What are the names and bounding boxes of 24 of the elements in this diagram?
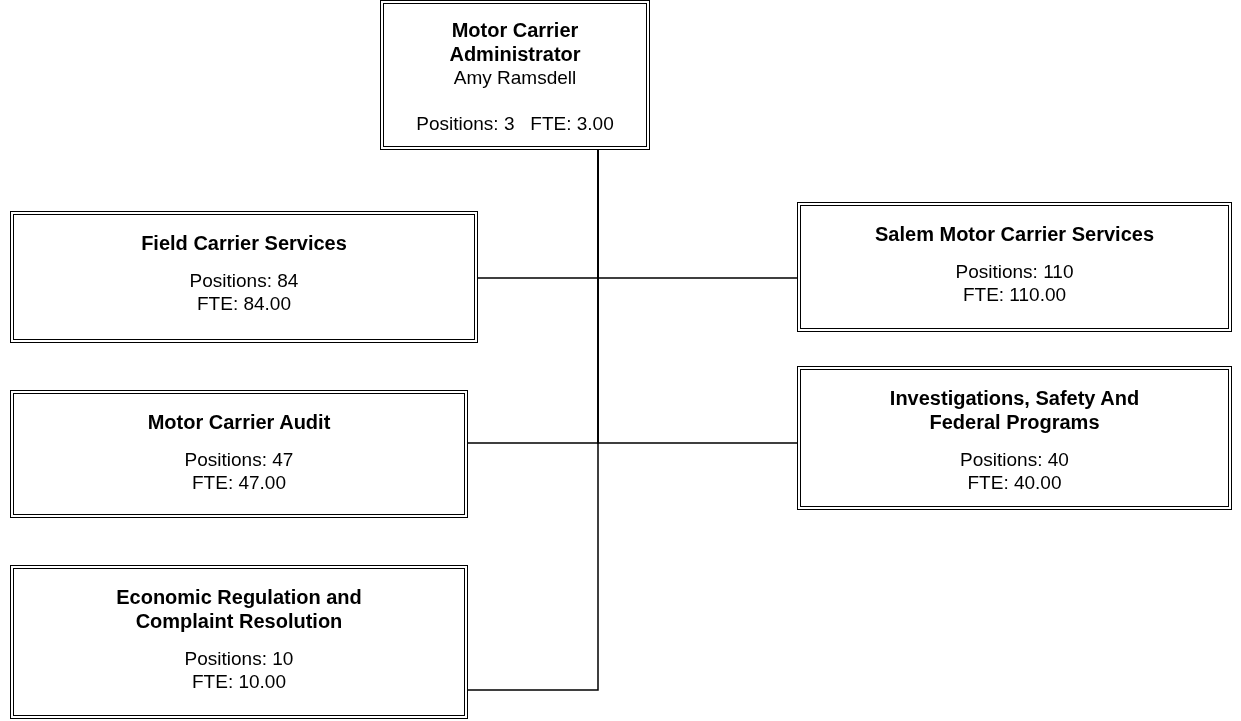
staffing-text: Positions: 110 <box>955 260 1074 283</box>
staffing-text: Positions: 47 <box>184 448 294 471</box>
staffing-text: FTE: 84.00 <box>197 292 291 315</box>
unit-title: Motor Carrier Administrator <box>448 18 582 66</box>
staffing-text: FTE: 47.00 <box>192 471 286 494</box>
unit-title: Salem Motor Carrier Services <box>875 222 1154 246</box>
staffing-text: FTE: 110.00 <box>962 283 1067 306</box>
staffing-text: FTE: 40.00 <box>967 471 1062 494</box>
staffing-text: Positions: 84 <box>189 269 299 292</box>
person-name: Amy Ramsdell <box>453 66 577 89</box>
staffing-text: FTE: 10.00 <box>192 670 286 693</box>
unit-title: Investigations, Safety And Federal Programs <box>889 386 1140 434</box>
org-unit-box <box>10 211 478 343</box>
unit-title: Motor Carrier Audit <box>147 410 331 434</box>
unit-title: Economic Regulation and Complaint Resolution <box>115 585 363 633</box>
org-unit-box <box>10 565 468 719</box>
staffing-text: Positions: 3 FTE: 3.00 <box>416 112 614 135</box>
staffing-text: Positions: 40 <box>960 448 1069 471</box>
org-unit-box <box>10 390 468 518</box>
org-unit-box <box>797 202 1232 332</box>
org-unit-box <box>797 366 1232 510</box>
unit-title: Field Carrier Services <box>141 231 347 255</box>
org-unit-box <box>380 0 650 150</box>
staffing-text: Positions: 10 <box>184 647 294 670</box>
